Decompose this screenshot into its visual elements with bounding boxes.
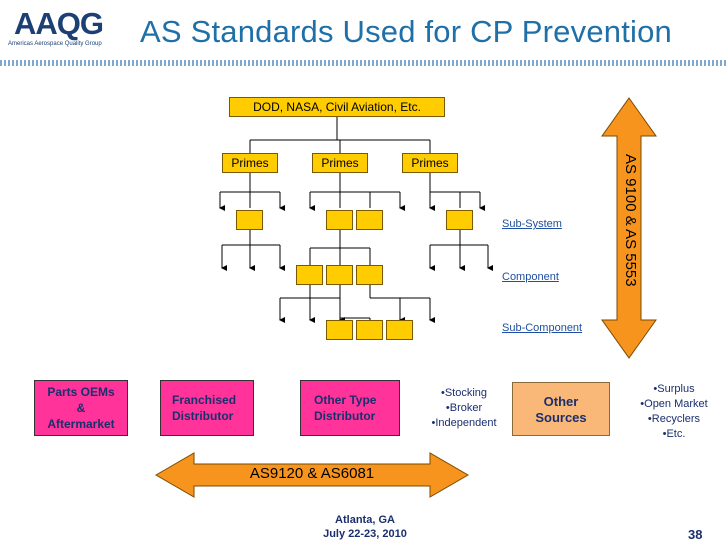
surplus-list: •Surplus •Open Market •Recyclers •Etc. <box>624 382 724 442</box>
primes-box-2: Primes <box>312 153 368 173</box>
subcomponent-box <box>386 320 413 340</box>
subsystem-box <box>356 210 383 230</box>
broker-list-item: •Independent <box>431 417 497 429</box>
franchised-line1: Franchised <box>172 393 237 407</box>
subsystem-box <box>236 210 263 230</box>
parts-oems-line1: Parts OEMs <box>47 385 115 399</box>
logo-text: AAQG <box>14 6 104 41</box>
aaqg-logo: AAQG Americas Aerospace Quality Group <box>6 6 134 54</box>
subsystem-box <box>326 210 353 230</box>
vertical-arrow-label: AS 9100 & AS 5553 <box>622 154 639 287</box>
component-box <box>326 265 353 285</box>
sub-system-label: Sub-System <box>502 218 562 230</box>
surplus-list-item: •Surplus <box>653 383 695 395</box>
surplus-list-item: •Etc. <box>662 428 686 440</box>
government-agencies-box: DOD, NASA, Civil Aviation, Etc. <box>229 97 445 117</box>
page-title: AS Standards Used for CP Prevention <box>140 14 672 49</box>
component-box <box>296 265 323 285</box>
logo-subtitle: Americas Aerospace Quality Group <box>8 41 102 47</box>
surplus-list-item: •Recyclers <box>647 413 701 425</box>
parts-oems-box: Parts OEMs & Aftermarket <box>34 380 128 436</box>
other-sources-box: Other Sources <box>512 382 610 436</box>
subcomponent-box <box>356 320 383 340</box>
horizontal-arrow-label: AS9120 & AS6081 <box>249 465 375 482</box>
vertical-double-arrow <box>601 97 657 359</box>
other-sources-line1: Other <box>543 394 579 409</box>
franchised-distributor-box: Franchised Distributor <box>160 380 254 436</box>
footer-city: Atlanta, GA <box>335 514 395 526</box>
surplus-list-item: •Open Market <box>640 398 708 410</box>
subcomponent-box <box>326 320 353 340</box>
component-box <box>356 265 383 285</box>
broker-list: •Stocking •Broker •Independent <box>420 386 508 431</box>
footer-dates: July 22-23, 2010 <box>323 528 407 540</box>
component-label: Component <box>502 271 559 283</box>
other-sources-line2: Sources <box>535 410 587 425</box>
franchised-line2: Distributor <box>172 409 234 423</box>
horizontal-double-arrow <box>155 452 469 498</box>
parts-oems-line2: & <box>76 401 86 415</box>
sub-component-label: Sub-Component <box>502 322 583 334</box>
page-number: 38 <box>688 527 703 542</box>
parts-oems-line3: Aftermarket <box>47 417 115 431</box>
other-type-line2: Distributor <box>314 409 376 423</box>
other-type-line1: Other Type <box>314 393 377 407</box>
header-rule <box>0 60 728 66</box>
primes-box-1: Primes <box>222 153 278 173</box>
primes-box-3: Primes <box>402 153 458 173</box>
broker-list-item: •Broker <box>445 402 483 414</box>
other-type-distributor-box: Other Type Distributor <box>300 380 400 436</box>
subsystem-box <box>446 210 473 230</box>
footer-location: Atlanta, GA July 22-23, 2010 <box>300 513 430 541</box>
broker-list-item: •Stocking <box>440 387 488 399</box>
